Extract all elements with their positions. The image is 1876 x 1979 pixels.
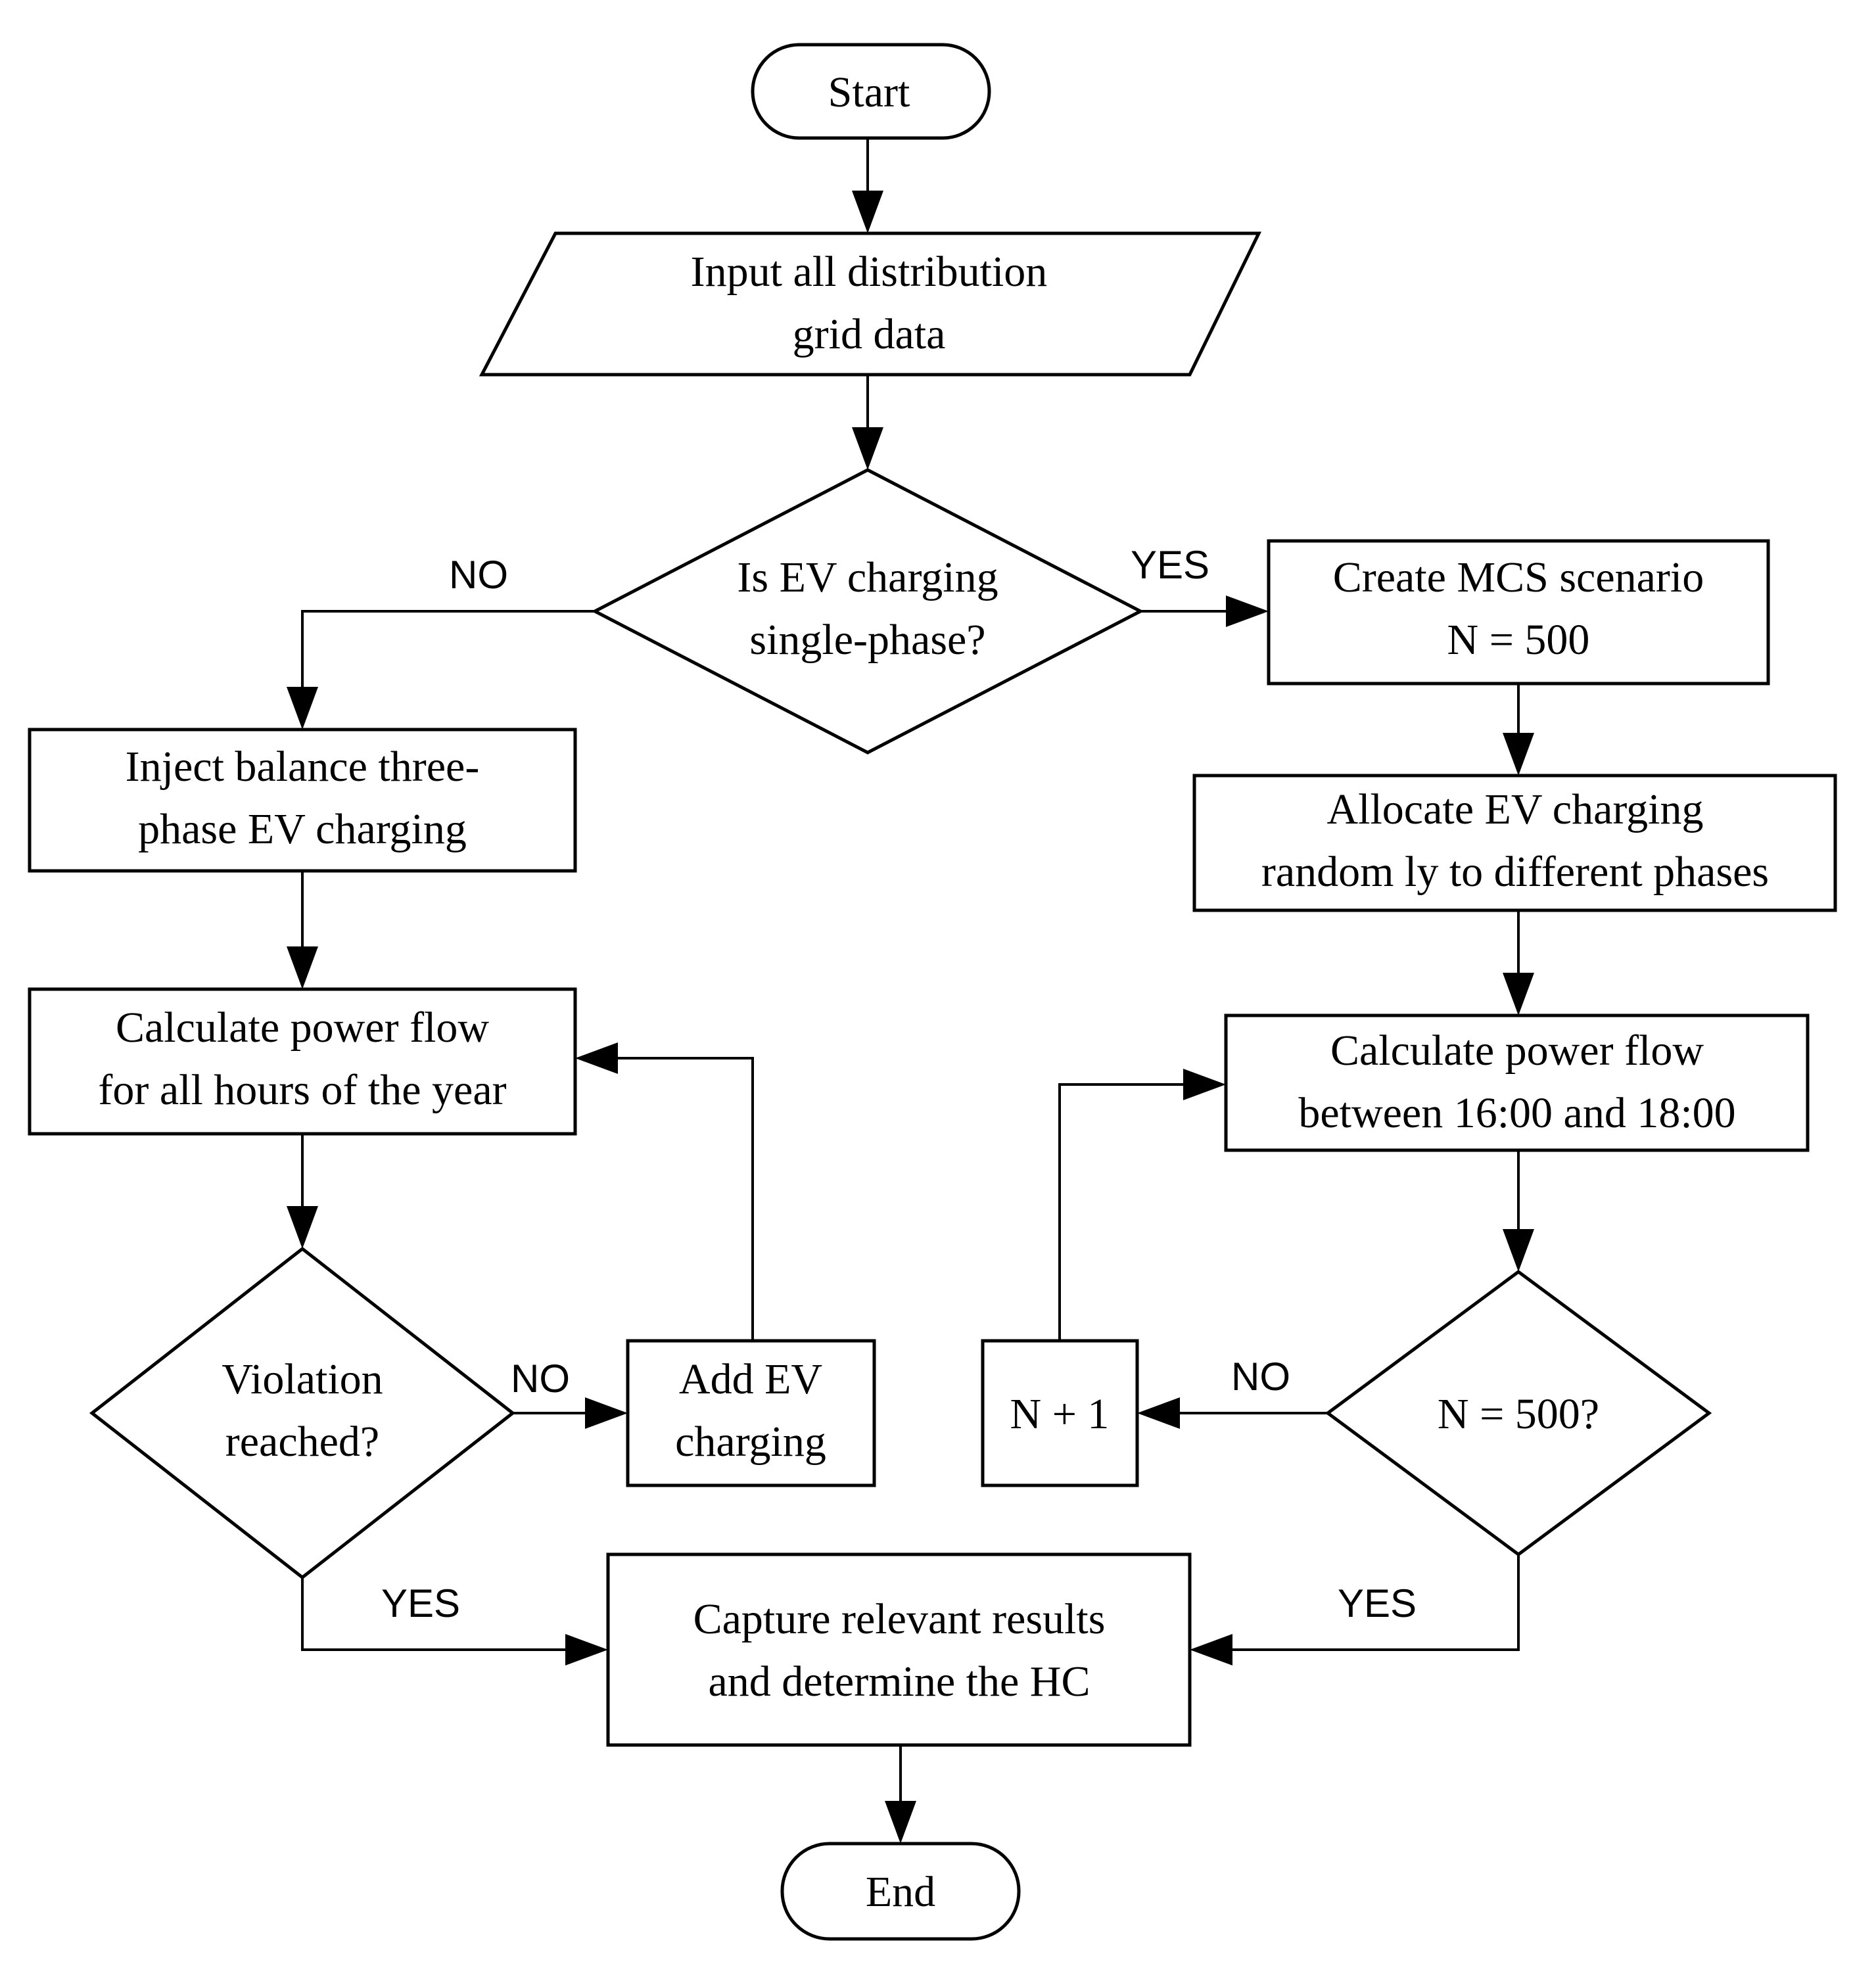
calc-power-flow-year-label-line-1: Calculate power flow	[116, 1004, 489, 1052]
n-plus-one-label: N + 1	[1010, 1390, 1110, 1438]
end-terminal: End	[780, 1842, 1021, 1941]
add-ev-charging-label-line-1: Add EV	[679, 1355, 822, 1403]
inject-three-phase-process: Inject balance three- phase EV charging	[28, 728, 577, 873]
edge-label-single-phase-yes: YES	[1131, 543, 1209, 587]
input-data-label-line-2: grid data	[793, 310, 946, 358]
capture-results-label-line-1: Capture relevant results	[693, 1595, 1106, 1643]
input-data-parallelogram: Input all distribution grid data	[479, 231, 1262, 377]
edge-label-n500-no: NO	[1231, 1355, 1290, 1399]
calc-power-flow-window-label-line-1: Calculate power flow	[1330, 1027, 1704, 1075]
calc-power-flow-window-process: Calculate power flow between 16:00 and 1…	[1224, 1013, 1810, 1152]
start-terminal: Start	[751, 43, 991, 140]
connectors	[287, 138, 1534, 1844]
start-label: Start	[828, 68, 910, 116]
decision-violation-label-line-2: reached?	[225, 1418, 379, 1466]
capture-results-label-line-2: and determine the HC	[709, 1658, 1090, 1706]
decision-violation-diamond: Violation reached?	[89, 1246, 516, 1580]
decision-n500-label: N = 500?	[1438, 1390, 1599, 1438]
add-ev-charging-label-line-2: charging	[675, 1418, 826, 1466]
calc-power-flow-window-label-line-2: between 16:00 and 18:00	[1298, 1089, 1735, 1137]
n-plus-one-process: N + 1	[981, 1339, 1139, 1487]
decision-violation-label-line-1: Violation	[222, 1355, 383, 1403]
calc-power-flow-year-label-line-2: for all hours of the year	[98, 1066, 506, 1114]
decision-n500-diamond: N = 500?	[1325, 1269, 1712, 1557]
allocate-ev-label-line-1: Allocate EV charging	[1326, 785, 1703, 833]
decision-single-phase-diamond: Is EV charging single-phase?	[591, 468, 1144, 755]
create-mcs-process: Create MCS scenario N = 500	[1267, 539, 1770, 686]
edge-label-violation-no: NO	[511, 1357, 570, 1401]
create-mcs-label-line-1: Create MCS scenario	[1333, 553, 1704, 601]
input-data-label-line-1: Input all distribution	[691, 248, 1048, 296]
decision-single-phase-label-line-2: single-phase?	[749, 616, 985, 664]
decision-single-phase-label-line-1: Is EV charging	[737, 553, 998, 601]
capture-results-process: Capture relevant results and determine t…	[606, 1552, 1192, 1747]
create-mcs-label-line-2: N = 500	[1447, 616, 1590, 664]
inject-three-phase-label-line-2: phase EV charging	[138, 805, 467, 853]
edge-label-single-phase-no: NO	[449, 553, 508, 597]
allocate-ev-process: Allocate EV charging random ly to differ…	[1192, 774, 1837, 912]
allocate-ev-label-line-2: random ly to different phases	[1261, 848, 1769, 896]
edge-label-n500-yes: YES	[1338, 1581, 1417, 1625]
calc-power-flow-year-process: Calculate power flow for all hours of th…	[28, 987, 577, 1136]
end-label: End	[866, 1868, 935, 1916]
edge-label-violation-yes: YES	[381, 1581, 460, 1625]
inject-three-phase-label-line-1: Inject balance three-	[126, 743, 480, 791]
add-ev-charging-process: Add EV charging	[626, 1339, 876, 1487]
